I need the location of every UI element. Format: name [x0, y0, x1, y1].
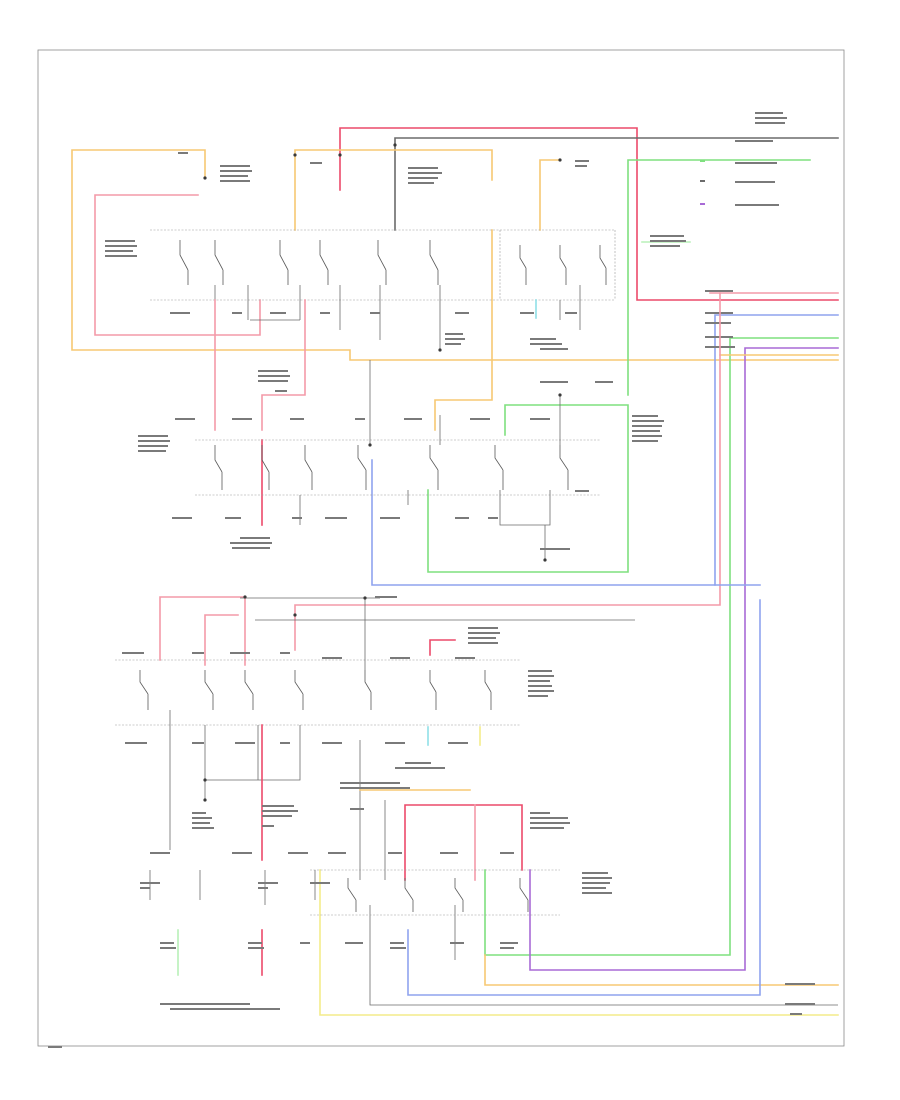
- wire-gray-top: [394, 137, 839, 231]
- wire-blue-bottom: [407, 584, 761, 996]
- wire-blue-right: [371, 314, 839, 586]
- splice-dots-upper: [203, 143, 562, 352]
- wire-violet-right: [529, 347, 839, 971]
- legend-mark-green: [700, 160, 705, 162]
- switch-contacts-row2: [214, 445, 569, 490]
- wires-gray-row1: [214, 285, 581, 350]
- wire-orange-center: [294, 149, 493, 431]
- lower-switch-section: [48, 292, 839, 1048]
- wire-gray-lower-bus: [240, 597, 635, 621]
- wire-orange-bottom: [484, 954, 839, 986]
- component-box-upper: [150, 229, 615, 301]
- switch-contacts-row4: [347, 878, 529, 912]
- component-box-right: [499, 230, 616, 300]
- component-box-middle: [195, 439, 600, 496]
- splice-dots-middle: [368, 393, 562, 562]
- diagram-frame: [37, 49, 845, 1047]
- wire-green-right: [484, 337, 839, 956]
- wire-pink-mid: [214, 299, 306, 431]
- wire-orange-right-stub: [539, 159, 561, 231]
- label-marks-upper: [105, 112, 787, 350]
- wire-red-top: [339, 127, 839, 301]
- upper-switch-section: [71, 112, 839, 971]
- legend-mark-violet: [700, 203, 705, 205]
- wires-gray-row3: [169, 598, 386, 880]
- wire-red-box: [404, 804, 523, 881]
- wire-pink-lower: [159, 292, 721, 666]
- component-box-bottom: [310, 869, 560, 916]
- wire-green-box: [427, 404, 629, 573]
- wire-yellow-bottom: [319, 869, 839, 1016]
- middle-switch-section: [138, 299, 664, 573]
- label-marks-lower: [48, 596, 815, 1048]
- wire-pink-left: [94, 194, 261, 336]
- splice-dots-lower: [203, 595, 367, 802]
- switch-contacts-row1: [179, 240, 607, 285]
- wires-gray-bottom-left: [149, 870, 316, 905]
- wire-gray-bottom: [369, 905, 838, 1006]
- switch-contacts-row3: [139, 670, 492, 710]
- label-marks-middle: [138, 370, 664, 550]
- wire-red-lower: [429, 639, 456, 656]
- component-box-lower: [115, 659, 520, 726]
- wire-orange-top: [71, 149, 839, 361]
- legend-mark-gray: [700, 180, 705, 182]
- wires-gray-row2: [299, 360, 561, 560]
- wire-green-top-right: [627, 159, 811, 396]
